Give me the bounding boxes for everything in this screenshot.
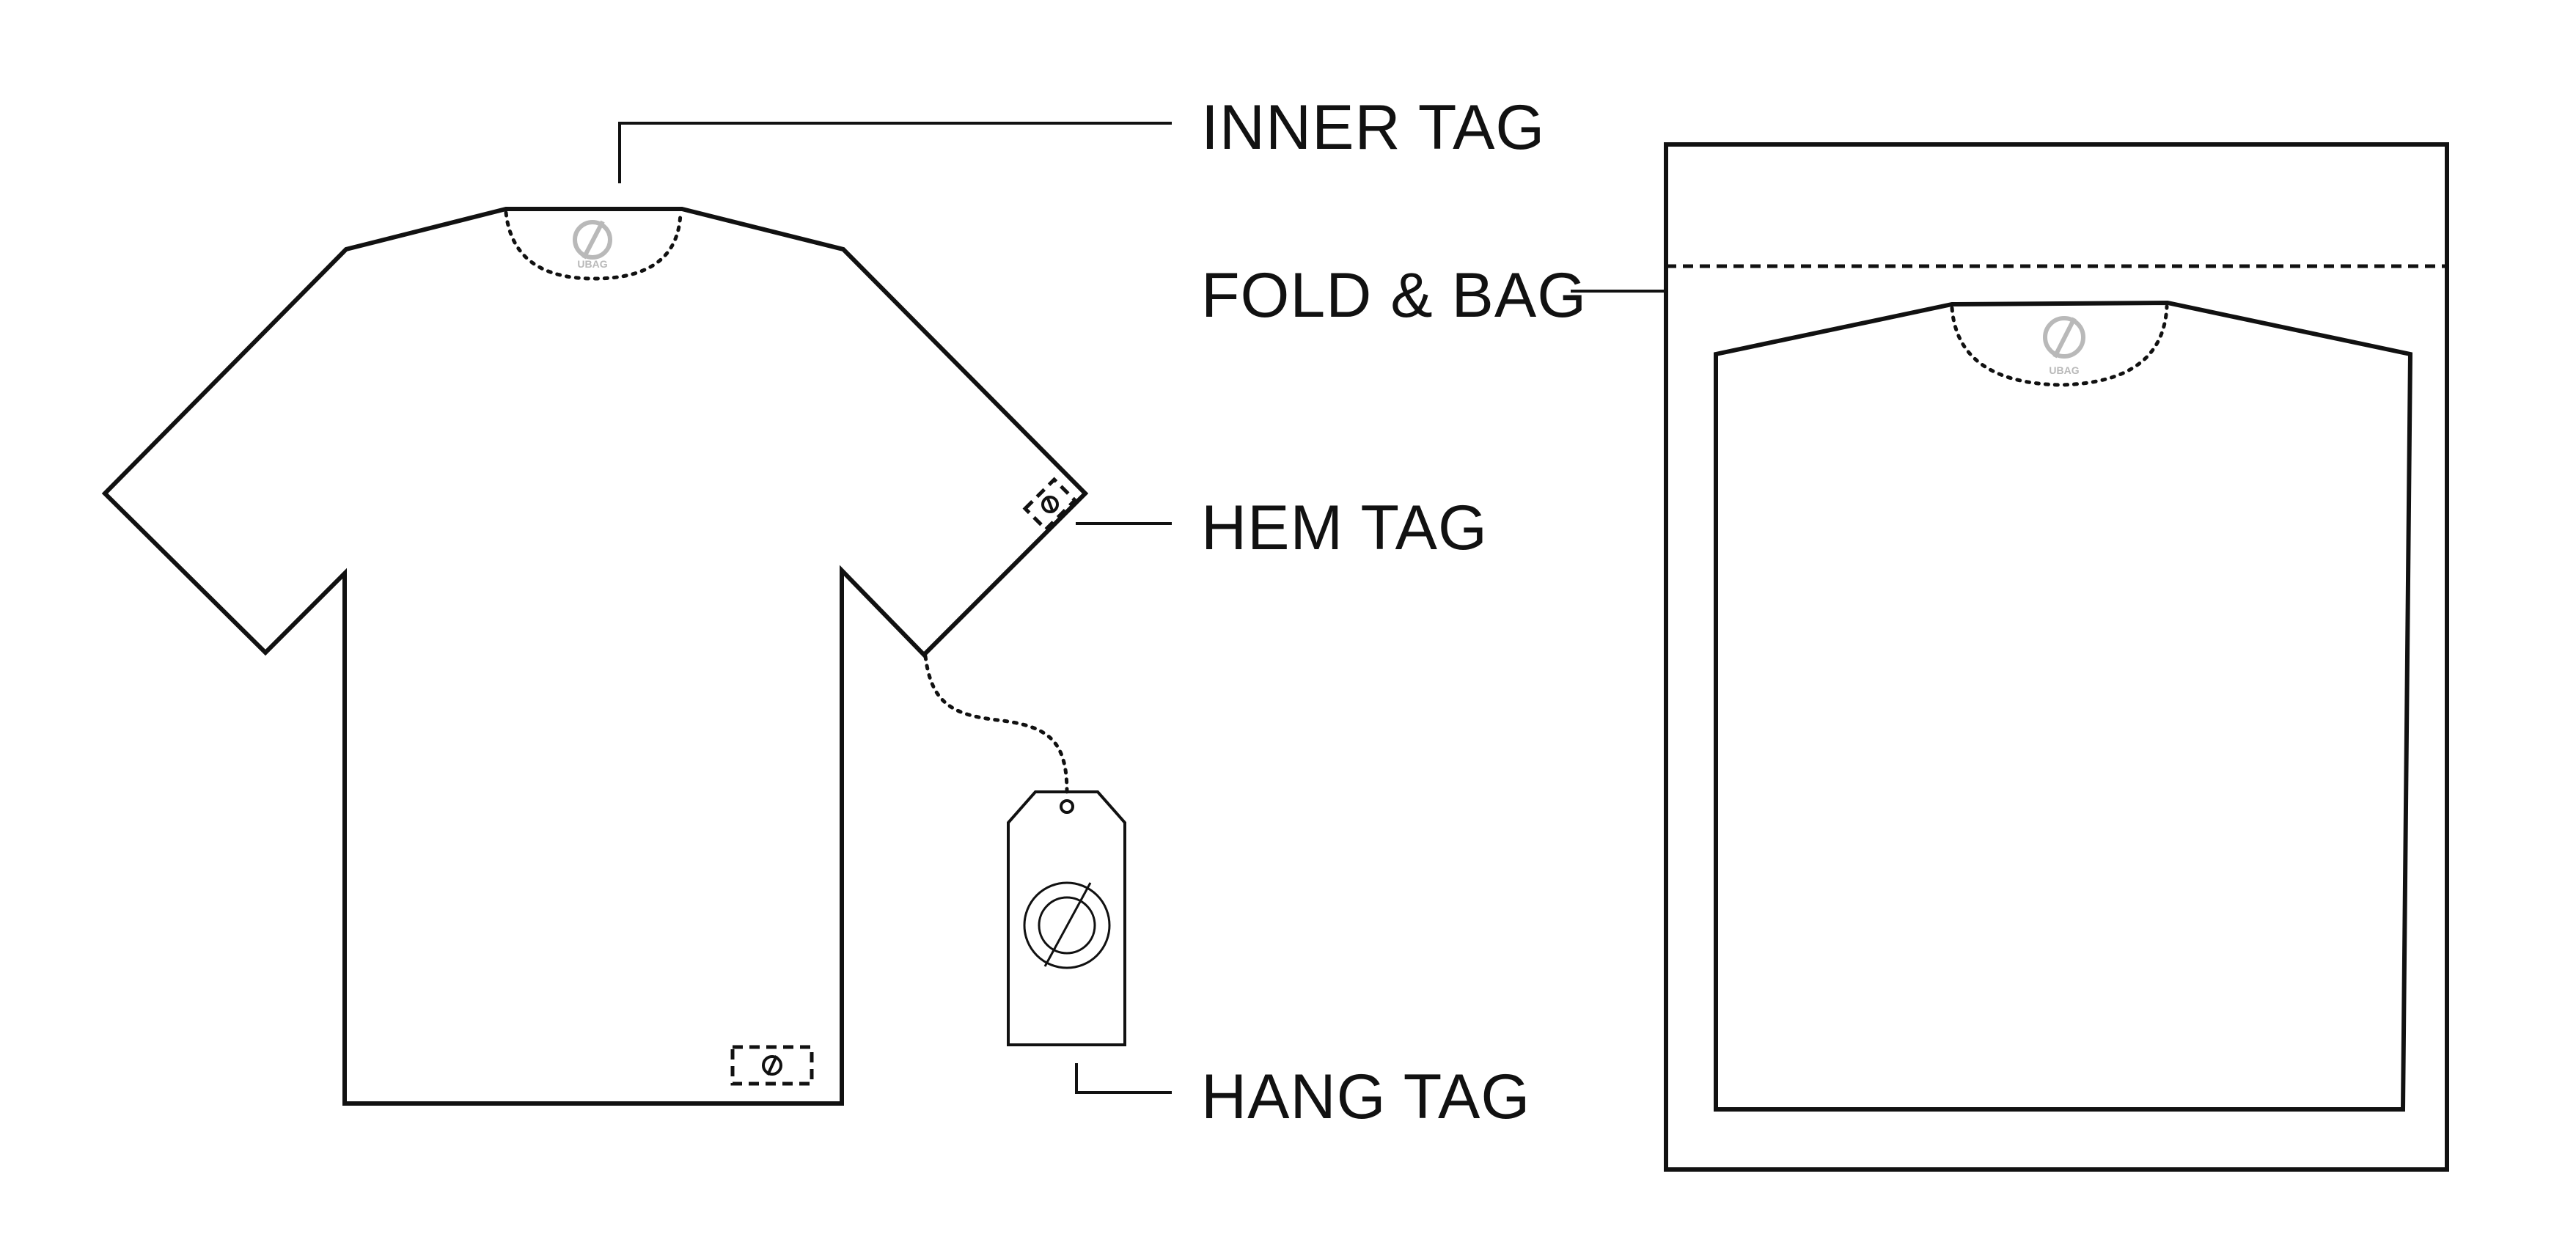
hang-tag-illustration bbox=[923, 654, 1126, 1046]
bottom-hem-tag-marker bbox=[730, 1045, 814, 1086]
hem-tag-label: HEM TAG bbox=[1201, 493, 1488, 563]
tshirt-outline bbox=[101, 207, 1089, 1106]
hem-tag-marker bbox=[1022, 477, 1078, 532]
folded-shirt-logo-icon bbox=[2043, 316, 2085, 359]
hang-tag-label: HANG TAG bbox=[1201, 1062, 1530, 1132]
inner-tag-logo: UBAG bbox=[573, 220, 612, 270]
poly-bag-illustration: UBAG bbox=[1664, 142, 2449, 1172]
hang-tag-leader bbox=[1075, 1063, 1172, 1094]
inner-tag-logo-text: UBAG bbox=[577, 258, 607, 270]
hem-tag-logo-icon bbox=[1041, 496, 1059, 513]
hang-tag-string bbox=[923, 654, 1069, 794]
bottom-hem-tag-logo-icon bbox=[762, 1055, 782, 1076]
hang-tag-logo-icon bbox=[1023, 881, 1111, 969]
bag-outline bbox=[1664, 142, 2449, 1172]
inner-tag-label: INNER TAG bbox=[1201, 92, 1545, 163]
folded-shirt-neckline-dotted bbox=[1950, 304, 2169, 387]
hang-tag-body bbox=[1007, 790, 1126, 1046]
inner-tag-leader bbox=[618, 122, 1172, 183]
callout-labels: INNER TAG FOLD & BAG HEM TAG HANG TAG bbox=[1201, 92, 1587, 1132]
fold-bag-label: FOLD & BAG bbox=[1201, 260, 1587, 331]
tshirt-illustration: UBAG bbox=[101, 207, 1089, 1106]
folded-shirt-inner-tag-logo: UBAG bbox=[2043, 316, 2085, 376]
folded-shirt-outline bbox=[1714, 300, 2413, 1112]
callout-leaders bbox=[618, 122, 1666, 1094]
hang-tag-hole bbox=[1060, 799, 1074, 814]
tshirt-neckline-dotted bbox=[504, 210, 683, 281]
inner-tag-logo-icon bbox=[573, 220, 612, 260]
folded-shirt-logo-text: UBAG bbox=[2049, 364, 2079, 376]
